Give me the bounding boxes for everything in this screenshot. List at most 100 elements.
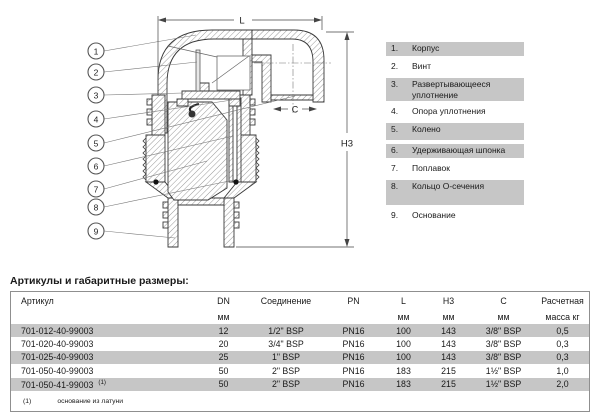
parts-list-item-3: 3. Развертывающееся уплотнение (386, 78, 524, 102)
article-cell: 701-020-40-99003 (21, 339, 94, 350)
h3-cell: 215 (441, 379, 456, 390)
unit-cell: мм (397, 311, 410, 322)
l-cell: 100 (396, 339, 411, 350)
dn-cell: 50 (218, 365, 229, 376)
col-header: Соединение (260, 295, 312, 306)
callout-4: 4 (87, 110, 105, 128)
callout-number: 2 (94, 68, 99, 78)
pn-cell: PN16 (342, 339, 365, 350)
table-header-row: Артикул DN Соединение PN L H3 C Расчетна… (11, 292, 589, 309)
callout-5: 5 (87, 134, 105, 152)
col-header: DN (217, 295, 230, 306)
float (167, 101, 228, 201)
l-cell: 183 (396, 365, 411, 376)
mass-cell: 1,0 (556, 365, 569, 376)
screw (195, 49, 201, 92)
elbow (251, 29, 325, 103)
dimension-c-label: C (292, 105, 299, 115)
valve-body (144, 29, 325, 248)
unit-cell: масса кг (545, 311, 580, 322)
parts-list-item-6: 6. Удерживающая шпонка (386, 144, 524, 159)
connection-cell: 2" BSP (271, 379, 301, 390)
table-units-row: мм мм мм мм масса кг (11, 309, 589, 324)
article-cell: 701-012-40-99003 (21, 325, 94, 336)
dimension-h3-label: H3 (341, 139, 353, 150)
table-row-5: 701-050-41-99003(1) 50 2" BSP PN16 183 2… (11, 377, 589, 391)
callout-6: 6 (87, 157, 105, 175)
article-cell: 701-025-40-99003 (21, 352, 94, 363)
part-label: Кольцо О-сечения (412, 181, 485, 192)
footnote-marker: (1) (23, 397, 32, 405)
parts-list-item-5: 5. Колено (386, 123, 524, 141)
c-cell: 3/8" BSP (485, 325, 522, 336)
part-label: Развертывающееся уплотнение (412, 79, 491, 100)
parts-list-item-1: 1. Корпус (386, 42, 524, 56)
part-label: Колено (412, 124, 441, 135)
connection-cell: 1/2" BSP (268, 325, 304, 336)
parts-list-item-2: 2. Винт (386, 60, 524, 74)
footnote-text: основание из латуни (57, 397, 124, 405)
o-ring (153, 179, 159, 185)
col-header: L (401, 295, 406, 306)
dn-cell: 50 (218, 379, 229, 390)
parts-list-item-7: 7. Поплавок (386, 162, 524, 176)
mass-cell: 2,0 (556, 379, 569, 390)
part-number: 8. (391, 181, 399, 192)
col-header: C (500, 295, 507, 306)
c-cell: 3/8" BSP (485, 352, 522, 363)
part-label: Поплавок (412, 163, 450, 174)
part-label: Корпус (412, 43, 440, 53)
part-number: 2. (391, 61, 399, 71)
pn-cell: PN16 (342, 352, 365, 363)
footnote-reference: (1) (98, 378, 106, 386)
col-header: H3 (442, 295, 455, 306)
unit-cell: мм (497, 311, 510, 322)
dn-cell: 20 (218, 339, 229, 350)
parts-list: 1. Корпус 2. Винт 3. Развертывающееся уплот… (386, 42, 524, 227)
part-number: 5. (391, 124, 399, 135)
dn-cell: 12 (218, 325, 229, 336)
parts-list-item-8: 8. Кольцо О-сечения (386, 180, 524, 206)
table-row-4: 701-050-40-99003 50 2" BSP PN16 183 215 … (11, 364, 589, 377)
part-number: 1. (391, 43, 399, 53)
o-ring (233, 179, 239, 185)
h3-cell: 143 (441, 339, 456, 350)
thread-profile (142, 137, 260, 181)
table-title: Артикулы и габаритные размеры: (10, 275, 189, 287)
table-row-2: 701-020-40-99003 20 3/4" BSP PN16 100 14… (11, 337, 589, 350)
col-header: Артикул (21, 295, 54, 306)
callout-9: 9 (87, 222, 105, 240)
base-connector (167, 197, 179, 248)
c-cell: 1½" BSP (485, 365, 522, 376)
pn-cell: PN16 (342, 365, 365, 376)
callout-number: 7 (94, 185, 99, 195)
callout-number: 4 (94, 115, 99, 125)
part-label: Винт (412, 61, 432, 71)
h3-cell: 143 (441, 325, 456, 336)
pn-cell: PN16 (342, 325, 365, 336)
pn-cell: PN16 (342, 379, 365, 390)
leader-lines (103, 34, 296, 239)
callout-number: 8 (94, 203, 99, 213)
callout-1: 1 (87, 42, 105, 60)
article-cell: 701-050-40-99003 (21, 365, 94, 376)
valve-cross-section-diagram: 1 2 3 4 5 6 7 8 9 L H3 (87, 16, 354, 248)
retaining-key-tube (228, 97, 234, 183)
table-row-3: 701-025-40-99003 25 1" BSP PN16 100 143 … (11, 350, 589, 365)
parts-list-item-9: 9.Основание (386, 209, 524, 223)
dimension-l (157, 16, 323, 80)
callout-8: 8 (87, 198, 105, 216)
connection-cell: 3/4" BSP (268, 339, 304, 350)
callout-3: 3 (87, 86, 105, 104)
dn-cell: 25 (218, 352, 229, 363)
part-number: 6. (391, 145, 399, 156)
table-row-1: 701-012-40-99003 12 1/2" BSP PN16 100 14… (11, 324, 589, 338)
dimension-h3 (236, 31, 354, 248)
l-cell: 100 (396, 352, 411, 363)
part-number: 7. (391, 163, 399, 174)
mass-cell: 0,3 (556, 352, 569, 363)
part-number: 3. (391, 79, 399, 89)
mass-cell: 0,3 (556, 339, 569, 350)
part-label: Удерживающая шпонка (412, 145, 506, 156)
part-label: Основание (412, 210, 456, 221)
